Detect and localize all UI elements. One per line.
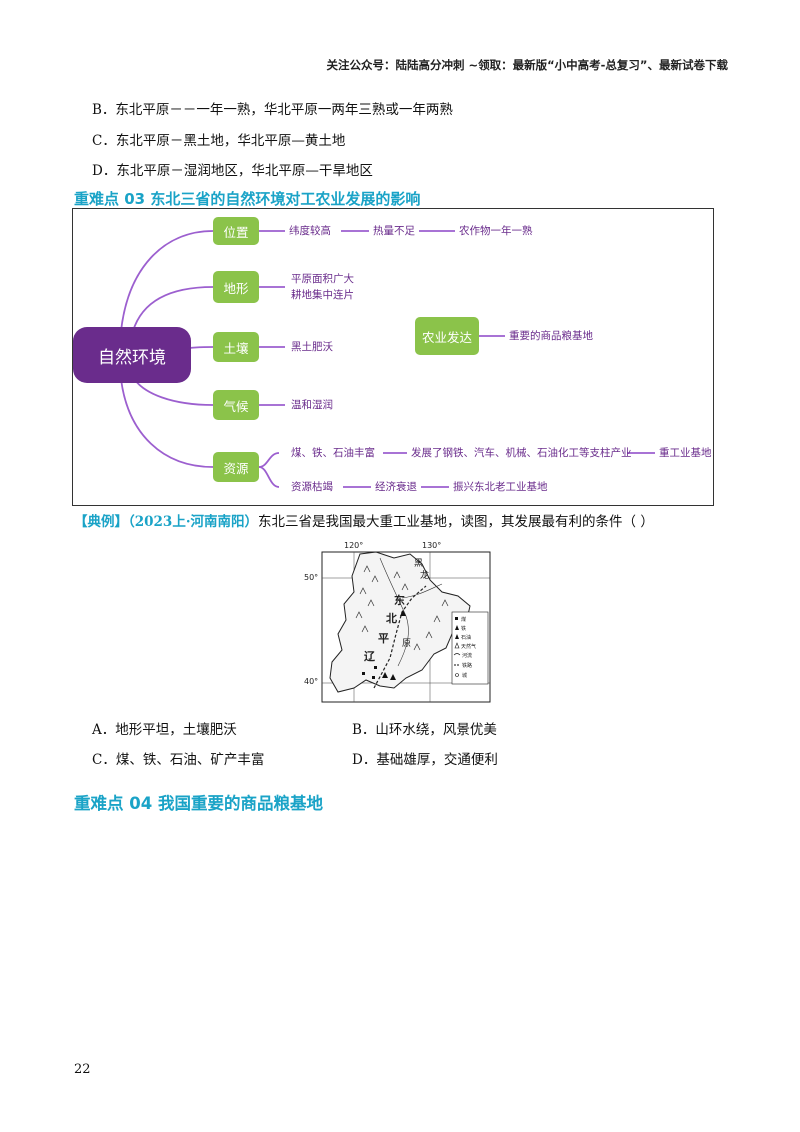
leaf-farmland: 耕地集中连片 bbox=[291, 289, 354, 301]
place-char-yuan: 原 bbox=[402, 638, 411, 649]
example-text: 东北三省是我国最大重工业基地，读图，其发展最有利的条件（ ） bbox=[258, 514, 654, 530]
river-2 bbox=[401, 583, 443, 599]
example-source: （2023上·河南南阳） bbox=[128, 514, 259, 530]
branch-soil: 土壤 bbox=[213, 332, 259, 362]
header-note: 关注公众号：陆陆高分冲刺 ~领取：最新版“小中高考-总复习”、最新试卷下载 bbox=[326, 58, 728, 72]
legend-iron: 铁 bbox=[461, 625, 466, 632]
legend-city: 城 bbox=[462, 672, 467, 679]
resource-symbols bbox=[362, 610, 406, 680]
example-question: 【典例】（2023上·河南南阳）东北三省是我国最大重工业基地，读图，其发展最有利… bbox=[74, 510, 654, 530]
place-char-liao: 辽 bbox=[364, 650, 376, 663]
place-char-hei: 黑 bbox=[414, 558, 423, 569]
leaf-recession: 经济衰退 bbox=[375, 481, 417, 493]
branch-location: 位置 bbox=[213, 217, 259, 245]
leaf-one-crop: 农作物一年一熟 bbox=[459, 225, 533, 237]
example-tag: 【典例】 bbox=[74, 514, 128, 530]
railway bbox=[373, 585, 427, 689]
answer-d: D．基础雄厚，交通便利 bbox=[352, 752, 498, 768]
answer-c: C．煤、铁、石油、矿产丰富 bbox=[92, 752, 265, 768]
leaf-insufficient-heat: 热量不足 bbox=[373, 225, 415, 237]
leaf-plain-area: 平原面积广大 bbox=[291, 273, 354, 285]
option-b-prev: B．东北平原－－一年一熟，华北平原一两年三熟或一年两熟 bbox=[92, 102, 453, 118]
branch-agriculture: 农业发达 bbox=[415, 317, 479, 355]
leaf-high-latitude: 纬度较高 bbox=[289, 225, 331, 237]
lat-label-50: 50° bbox=[304, 573, 318, 582]
section-04-title: 重难点 04 我国重要的商品粮基地 bbox=[74, 794, 323, 813]
legend-river: 河流 bbox=[462, 652, 472, 659]
option-d-prev: D．东北平原－湿润地区，华北平原—干旱地区 bbox=[92, 163, 373, 179]
leaf-grain-base: 重要的商品粮基地 bbox=[509, 330, 593, 342]
mindmap-connectors bbox=[120, 230, 655, 488]
legend-gas: 天然气 bbox=[461, 643, 476, 650]
mountain-symbols bbox=[355, 565, 449, 651]
northeast-map: 120° 130° 50° 40° 黑 龙 东 北 平 原 辽 bbox=[302, 538, 494, 704]
answer-a: A．地形平坦，土壤肥沃 bbox=[92, 722, 237, 738]
page-number: 22 bbox=[74, 1062, 91, 1077]
legend-railway: 铁路 bbox=[462, 662, 472, 669]
leaf-revitalize: 振兴东北老工业基地 bbox=[453, 481, 548, 493]
place-char-bei: 北 bbox=[386, 611, 397, 625]
mindmap-root: 自然环境 bbox=[73, 327, 191, 383]
branch-climate: 气候 bbox=[213, 390, 259, 420]
lon-label-130: 130° bbox=[422, 541, 441, 550]
place-char-long: 龙 bbox=[420, 569, 429, 581]
mindmap-frame: 自然环境 位置 地形 土壤 气候 资源 农业发达 纬度较高 热量不足 农作物一年… bbox=[72, 208, 714, 506]
option-c-prev: C．东北平原－黑土地，华北平原—黄土地 bbox=[92, 133, 346, 149]
legend-coal: 煤 bbox=[461, 616, 466, 623]
leaf-heavy-industry: 重工业基地 bbox=[659, 447, 712, 459]
leaf-pillar-industries: 发展了钢铁、汽车、机械、石油化工等支柱产业 bbox=[411, 447, 632, 459]
map-legend: 煤 铁 石油 天然气 河流 铁路 城 bbox=[451, 611, 489, 685]
place-char-ping: 平 bbox=[378, 632, 389, 645]
branch-resources: 资源 bbox=[213, 452, 259, 482]
leaf-depletion: 资源枯竭 bbox=[291, 481, 333, 493]
leaf-black-soil: 黑土肥沃 bbox=[291, 341, 333, 353]
legend-oil: 石油 bbox=[461, 634, 471, 641]
leaf-warm-humid: 温和湿润 bbox=[291, 399, 333, 411]
answer-b: B．山环水绕，风景优美 bbox=[352, 722, 497, 738]
lon-label-120: 120° bbox=[344, 541, 363, 550]
place-char-dong: 东 bbox=[394, 593, 405, 607]
branch-terrain: 地形 bbox=[213, 271, 259, 303]
section-03-title: 重难点 03 东北三省的自然环境对工农业发展的影响 bbox=[74, 190, 421, 208]
lat-label-40: 40° bbox=[304, 677, 318, 686]
leaf-rich-resources: 煤、铁、石油丰富 bbox=[291, 447, 375, 459]
